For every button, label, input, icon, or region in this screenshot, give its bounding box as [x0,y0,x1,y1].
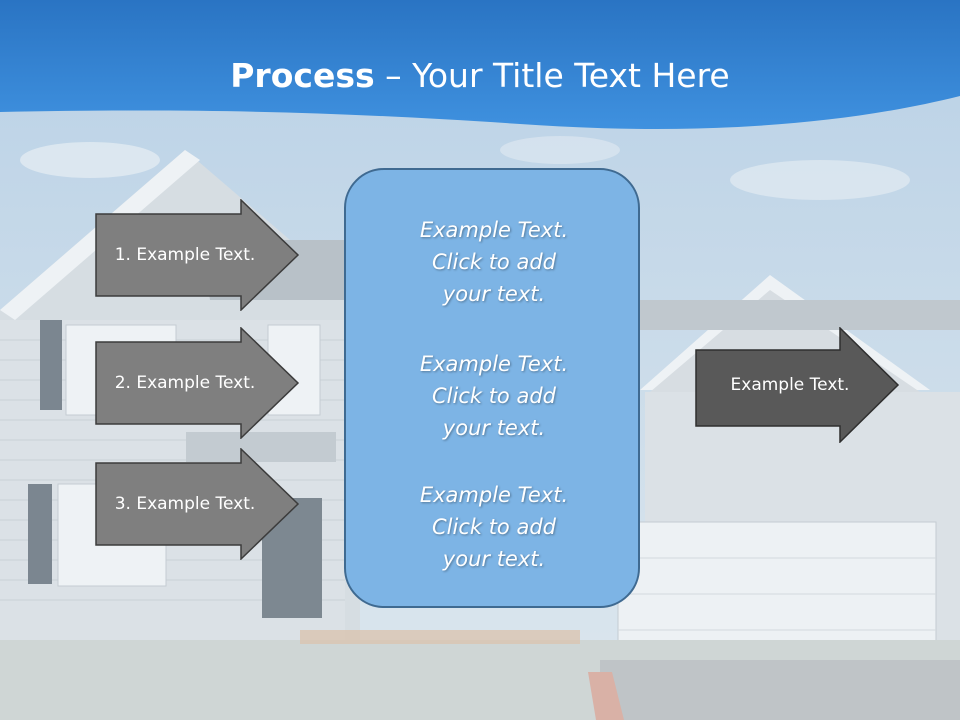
step-arrow-label: 1. Example Text. [114,245,256,265]
title-bold: Process [230,56,375,95]
text-block-2: Example Text. Click to add your text. [346,348,642,444]
step-arrow-2[interactable]: 2. Example Text. [95,327,301,439]
arrow-shape [95,327,300,439]
text-line: your text. [442,416,546,440]
title-separator: – [374,56,413,95]
center-text-box[interactable]: Example Text. Click to add your text. Ex… [344,168,640,608]
arrow-shape [95,199,300,311]
text-line: your text. [442,547,546,571]
title-rest: Your Title Text Here [412,56,730,95]
slide-title[interactable]: Process – Your Title Text Here [0,54,960,98]
arrow-shape [95,448,300,560]
text-block-1: Example Text. Click to add your text. [346,214,642,310]
text-line: your text. [442,282,546,306]
text-line: Example Text. [419,218,569,242]
step-arrow-1[interactable]: 1. Example Text. [95,199,301,311]
step-arrow-label: 3. Example Text. [114,494,256,514]
text-line: Click to add [431,384,556,408]
text-line: Example Text. [419,352,569,376]
text-line: Click to add [431,250,556,274]
result-arrow-label: Example Text. [730,375,850,395]
step-arrow-label: 2. Example Text. [114,373,256,393]
text-line: Example Text. [419,483,569,507]
text-block-3: Example Text. Click to add your text. [346,479,642,575]
text-line: Click to add [431,515,556,539]
result-arrow[interactable]: Example Text. [695,327,901,443]
step-arrow-3[interactable]: 3. Example Text. [95,448,301,560]
arrow-shape [695,327,900,443]
